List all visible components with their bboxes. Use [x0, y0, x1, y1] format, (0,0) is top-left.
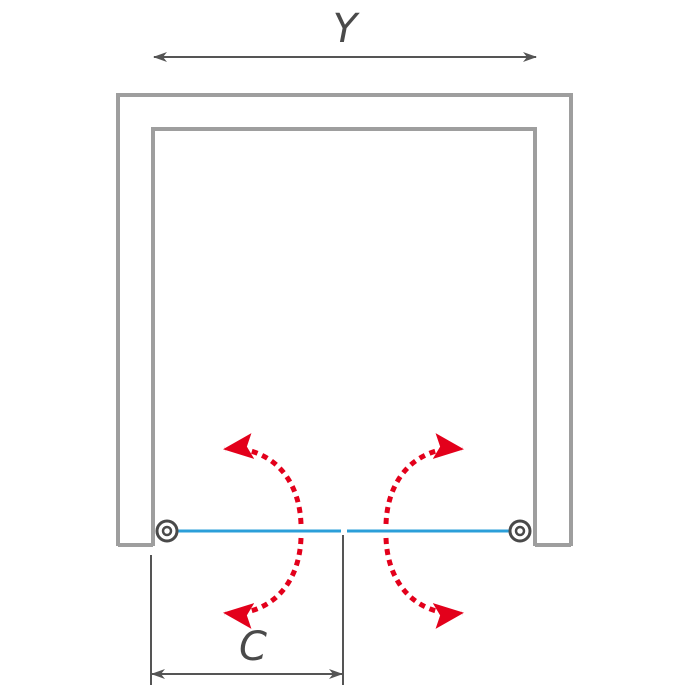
width-dimension-label: Y — [333, 6, 361, 52]
pivot-hinge-icon — [508, 519, 532, 543]
curved-dotted-arrow-icon — [383, 433, 464, 525]
enclosure-frame — [116, 93, 573, 547]
swing-arrows — [223, 433, 464, 629]
width-dimension: Y — [153, 6, 537, 62]
frame-inner-wall — [151, 127, 537, 546]
curved-dotted-arrow-icon — [223, 537, 304, 629]
frame-outer-wall — [116, 93, 573, 546]
opening-dimension: C — [150, 535, 344, 685]
curved-dotted-arrow-icon — [223, 433, 304, 525]
opening-dimension-label: C — [239, 624, 267, 670]
pivot-hinge-icon — [155, 519, 179, 543]
curved-dotted-arrow-icon — [383, 537, 464, 629]
